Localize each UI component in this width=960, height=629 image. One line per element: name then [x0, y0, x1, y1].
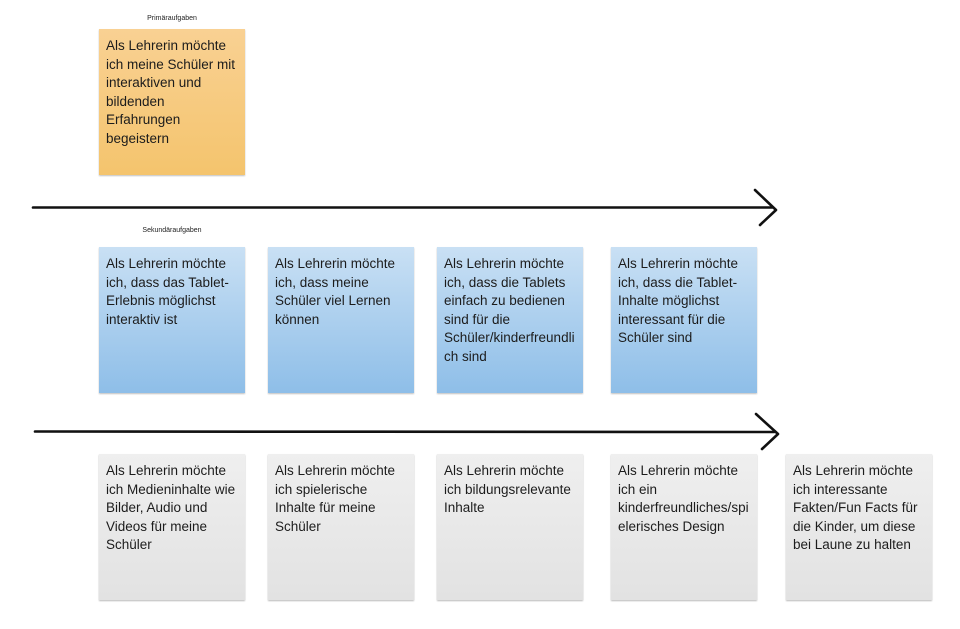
sticky-note-text: Als Lehrerin möchte ich interessante Fak…: [793, 463, 918, 553]
primary-sticky-note[interactable]: Als Lehrerin möchte ich meine Schüler mi…: [99, 29, 245, 175]
sticky-note-text: Als Lehrerin möchte ich, dass die Tablet…: [444, 256, 575, 364]
sticky-note-text: Als Lehrerin möchte ich meine Schüler mi…: [106, 38, 236, 146]
tertiary-sticky-note[interactable]: Als Lehrerin möchte ich ein kinderfreund…: [611, 454, 757, 600]
sticky-note-text: Als Lehrerin möchte ich Medieninhalte wi…: [106, 463, 236, 553]
sticky-note-text: Als Lehrerin möchte ich ein kinderfreund…: [618, 463, 749, 534]
secondary-sticky-note[interactable]: Als Lehrerin möchte ich, dass die Tablet…: [437, 247, 583, 393]
secondary-sticky-note[interactable]: Als Lehrerin möchte ich, dass das Tablet…: [99, 247, 245, 393]
tertiary-sticky-note[interactable]: Als Lehrerin möchte ich interessante Fak…: [786, 454, 932, 600]
secondary-tasks-label: Sekundäraufgaben: [142, 227, 202, 234]
primary-tasks-label: Primäraufgaben: [147, 15, 197, 22]
sticky-note-text: Als Lehrerin möchte ich, dass die Tablet…: [618, 256, 739, 346]
secondary-sticky-note[interactable]: Als Lehrerin möchte ich, dass die Tablet…: [611, 247, 757, 393]
tertiary-sticky-note[interactable]: Als Lehrerin möchte ich Medieninhalte wi…: [99, 454, 245, 600]
sticky-note-text: Als Lehrerin möchte ich spielerische Inh…: [275, 463, 396, 534]
tertiary-sticky-note[interactable]: Als Lehrerin möchte ich spielerische Inh…: [268, 454, 414, 600]
secondary-sticky-note[interactable]: Als Lehrerin möchte ich, dass meine Schü…: [268, 247, 414, 393]
sticky-note-text: Als Lehrerin möchte ich, dass meine Schü…: [275, 256, 396, 327]
sticky-note-text: Als Lehrerin möchte ich bildungsrelevant…: [444, 463, 571, 516]
sticky-note-text: Als Lehrerin möchte ich, dass das Tablet…: [106, 256, 229, 327]
tertiary-sticky-note[interactable]: Als Lehrerin möchte ich bildungsrelevant…: [437, 454, 583, 600]
